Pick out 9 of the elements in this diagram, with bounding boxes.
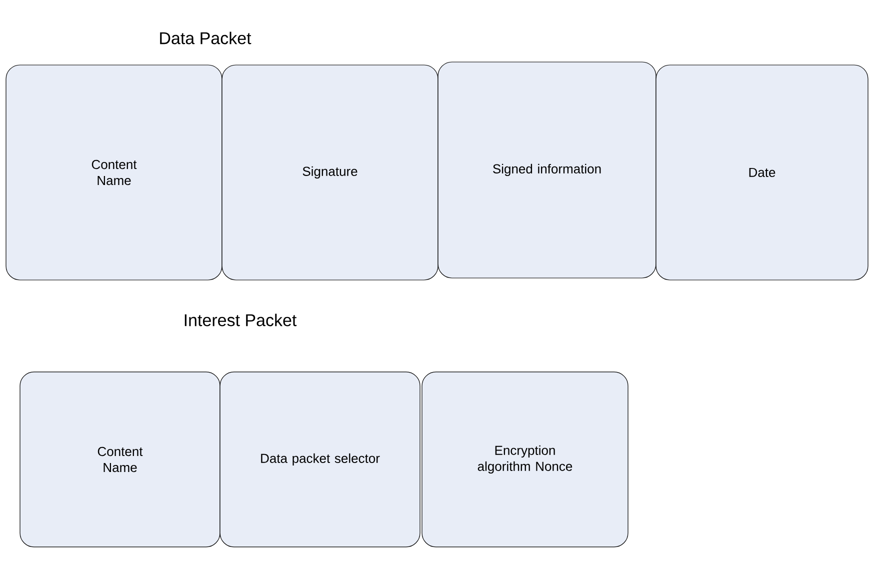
section-heading: Interest Packet [184, 314, 297, 326]
field-box: Data packet selector [220, 372, 420, 548]
field-box: Content Name [20, 372, 220, 548]
field-box: Encryption algorithm Nonce [422, 372, 628, 548]
field-box: Date [656, 64, 868, 280]
section-heading: Data Packet [160, 32, 252, 44]
field-box: Signed information [438, 62, 656, 278]
field-box: Signature [222, 64, 438, 280]
field-box: Content Name [6, 64, 222, 280]
